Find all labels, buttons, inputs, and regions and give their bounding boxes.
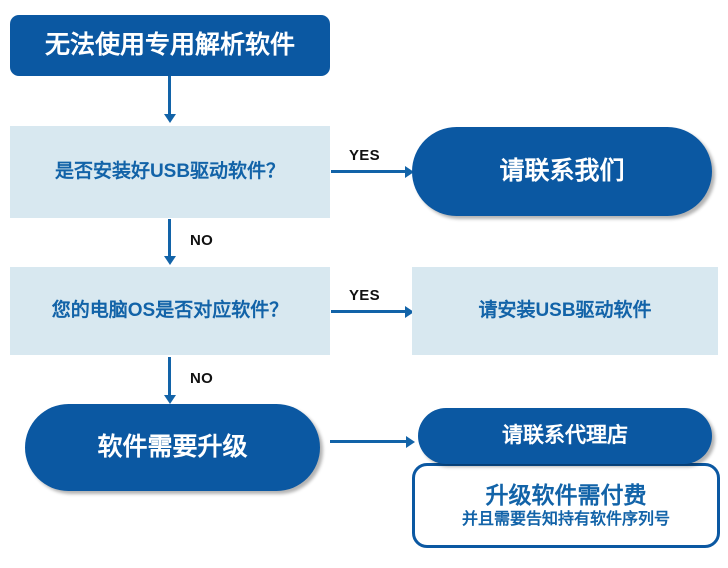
node-need-upgrade-label: 软件需要升级 [97, 433, 248, 462]
node-upgrade-fee-notice[interactable]: 升级软件需付费 并且需要告知持有软件序列号 [412, 463, 720, 548]
connector-line [168, 219, 171, 258]
edge-label-os-no: NO [190, 370, 214, 387]
node-upgrade-fee-line2: 并且需要告知持有软件序列号 [461, 511, 670, 529]
edge-label-usb-yes: YES [349, 147, 380, 164]
node-decision-os-label: 您的电脑OS是否对应软件？ [51, 300, 289, 322]
node-need-upgrade[interactable]: 软件需要升级 [25, 404, 320, 491]
connector-line [331, 310, 407, 313]
node-contact-us[interactable]: 请联系我们 [412, 127, 712, 216]
arrow-head-down-icon [164, 256, 176, 265]
node-contact-dealer[interactable]: 请联系代理店 [418, 408, 712, 464]
node-contact-us-label: 请联系我们 [499, 157, 625, 186]
node-contact-dealer-label: 请联系代理店 [502, 423, 628, 447]
connector-line [330, 440, 408, 443]
node-start[interactable]: 无法使用专用解析软件 [10, 15, 330, 76]
node-start-label: 无法使用专用解析软件 [44, 31, 295, 60]
arrow-head-down-icon [164, 114, 176, 123]
arrow-head-right-icon [405, 306, 414, 318]
node-install-usb-driver[interactable]: 请安装USB驱动软件 [412, 267, 718, 355]
node-decision-usb-driver-label: 是否安装好USB驱动软件？ [54, 161, 286, 183]
node-decision-usb-driver[interactable]: 是否安装好USB驱动软件？ [10, 126, 330, 218]
edge-label-os-yes: YES [349, 287, 380, 304]
arrow-head-right-icon [406, 436, 415, 448]
connector-line [168, 76, 171, 116]
edge-label-usb-no: NO [190, 232, 214, 249]
node-upgrade-fee-line1: 升级软件需付费 [485, 481, 647, 508]
arrow-head-down-icon [164, 395, 176, 404]
connector-line [168, 357, 171, 397]
node-decision-os[interactable]: 您的电脑OS是否对应软件？ [10, 267, 330, 355]
node-install-usb-driver-label: 请安装USB驱动软件 [478, 300, 652, 322]
connector-line [331, 170, 407, 173]
arrow-head-right-icon [405, 166, 414, 178]
